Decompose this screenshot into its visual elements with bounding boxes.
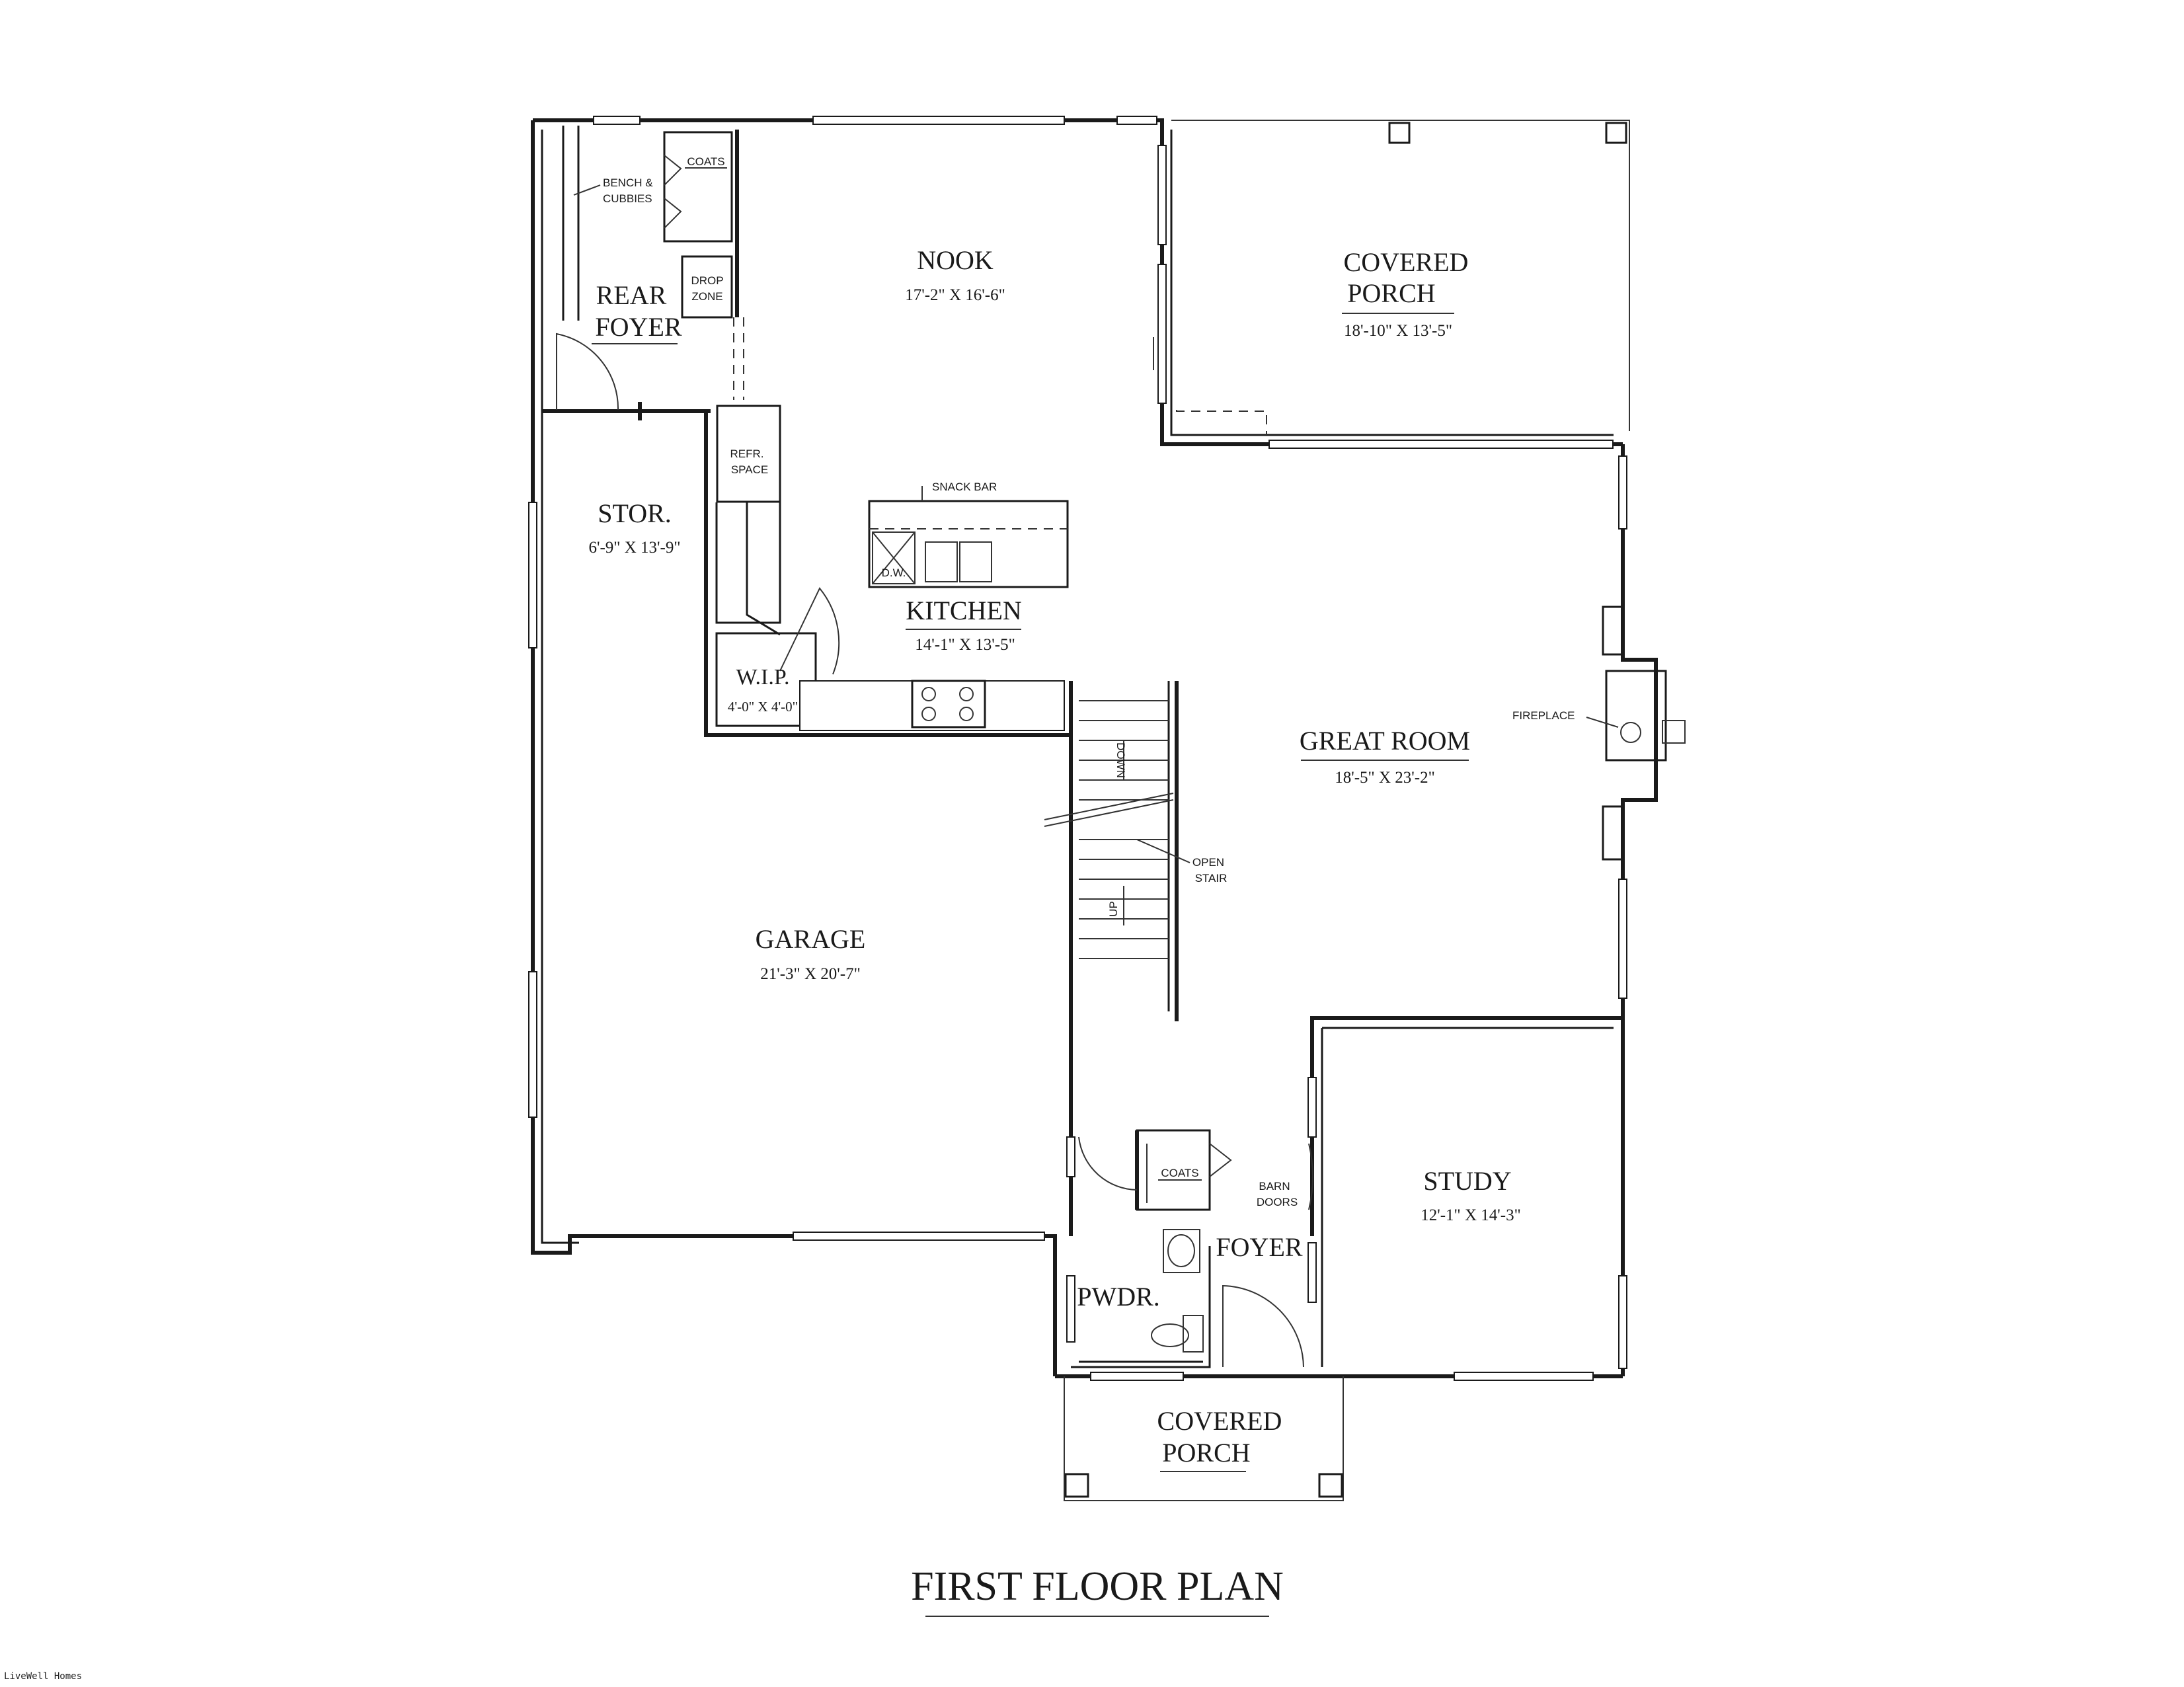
refr-note-1: REFR.: [730, 448, 764, 460]
room-labels: NOOK 17'-2" X 16'-6" COVERED PORCH 18'-1…: [588, 245, 1521, 1472]
drop-note-1: DROP: [691, 274, 723, 287]
coats-front-note: COATS: [1161, 1167, 1198, 1179]
doors: [556, 155, 1313, 1368]
dw-note: D.W.: [882, 567, 906, 579]
garage-dim: 21'-3" X 20'-7": [760, 965, 861, 983]
study-label: STUDY: [1423, 1166, 1511, 1196]
barn-doors-note-1: BARN: [1259, 1180, 1290, 1193]
fireplace: [1586, 606, 1686, 861]
great-room-dim: 18'-5" X 23'-2": [1335, 769, 1435, 787]
bench-note-1: BENCH &: [603, 177, 653, 189]
snack-bar-note: SNACK BAR: [932, 481, 997, 493]
plan-title: FIRST FLOOR PLAN: [911, 1564, 1284, 1609]
footer-brand: LiveWell Homes: [4, 1671, 83, 1682]
kitchen-range: [911, 680, 986, 728]
kitchen-island: [868, 486, 1069, 588]
front-covered-porch: [1064, 1376, 1344, 1501]
barn-doors-note-2: DOORS: [1257, 1196, 1298, 1208]
storage-dim: 6'-9" X 13'-9": [588, 539, 680, 557]
front-porch-label-1: COVERED: [1157, 1406, 1282, 1436]
powder-label: PWDR.: [1077, 1282, 1160, 1312]
coats-rear-note: COATS: [687, 155, 724, 168]
rear-covered-porch: [1153, 120, 1630, 435]
stair: [1044, 700, 1190, 959]
front-porch-label-2: PORCH: [1162, 1438, 1250, 1468]
wip-label: W.I.P.: [736, 665, 790, 689]
study-dim: 12'-1" X 14'-3": [1421, 1206, 1521, 1224]
rear-porch-label-2: PORCH: [1347, 278, 1435, 308]
up-note: UP: [1107, 901, 1120, 917]
garage-label: GARAGE: [756, 924, 866, 954]
kitchen-label: KITCHEN: [906, 596, 1022, 625]
windows: [528, 116, 1627, 1381]
down-note: DOWN: [1114, 742, 1127, 778]
nook-dim: 17'-2" X 16'-6": [905, 286, 1005, 304]
rear-porch-dim: 18'-10" X 13'-5": [1344, 322, 1452, 340]
foyer-label: FOYER: [1216, 1232, 1302, 1262]
great-room-label: GREAT ROOM: [1300, 726, 1470, 756]
open-stair-note-2: STAIR: [1195, 872, 1228, 884]
nook-label: NOOK: [917, 245, 994, 275]
annotations: BENCH & CUBBIES COATS DROP ZONE REFR. SP…: [573, 155, 1575, 1208]
fireplace-note: FIREPLACE: [1512, 709, 1575, 722]
rear-foyer-label-2: FOYER: [595, 312, 682, 342]
rear-porch-label-1: COVERED: [1344, 247, 1469, 277]
rear-foyer-label-1: REAR: [596, 280, 667, 310]
bench-note-2: CUBBIES: [603, 192, 652, 205]
open-stair-note-1: OPEN: [1192, 856, 1224, 869]
interior-walls: [542, 126, 1623, 1368]
powder-fixtures: [733, 317, 1204, 1353]
refr-note-2: SPACE: [731, 463, 768, 476]
kitchen-dim: 14'-1" X 13'-5": [915, 636, 1015, 654]
drop-note-2: ZONE: [691, 290, 722, 303]
storage-label: STOR.: [598, 498, 672, 528]
wip-dim: 4'-0" X 4'-0": [728, 699, 798, 715]
